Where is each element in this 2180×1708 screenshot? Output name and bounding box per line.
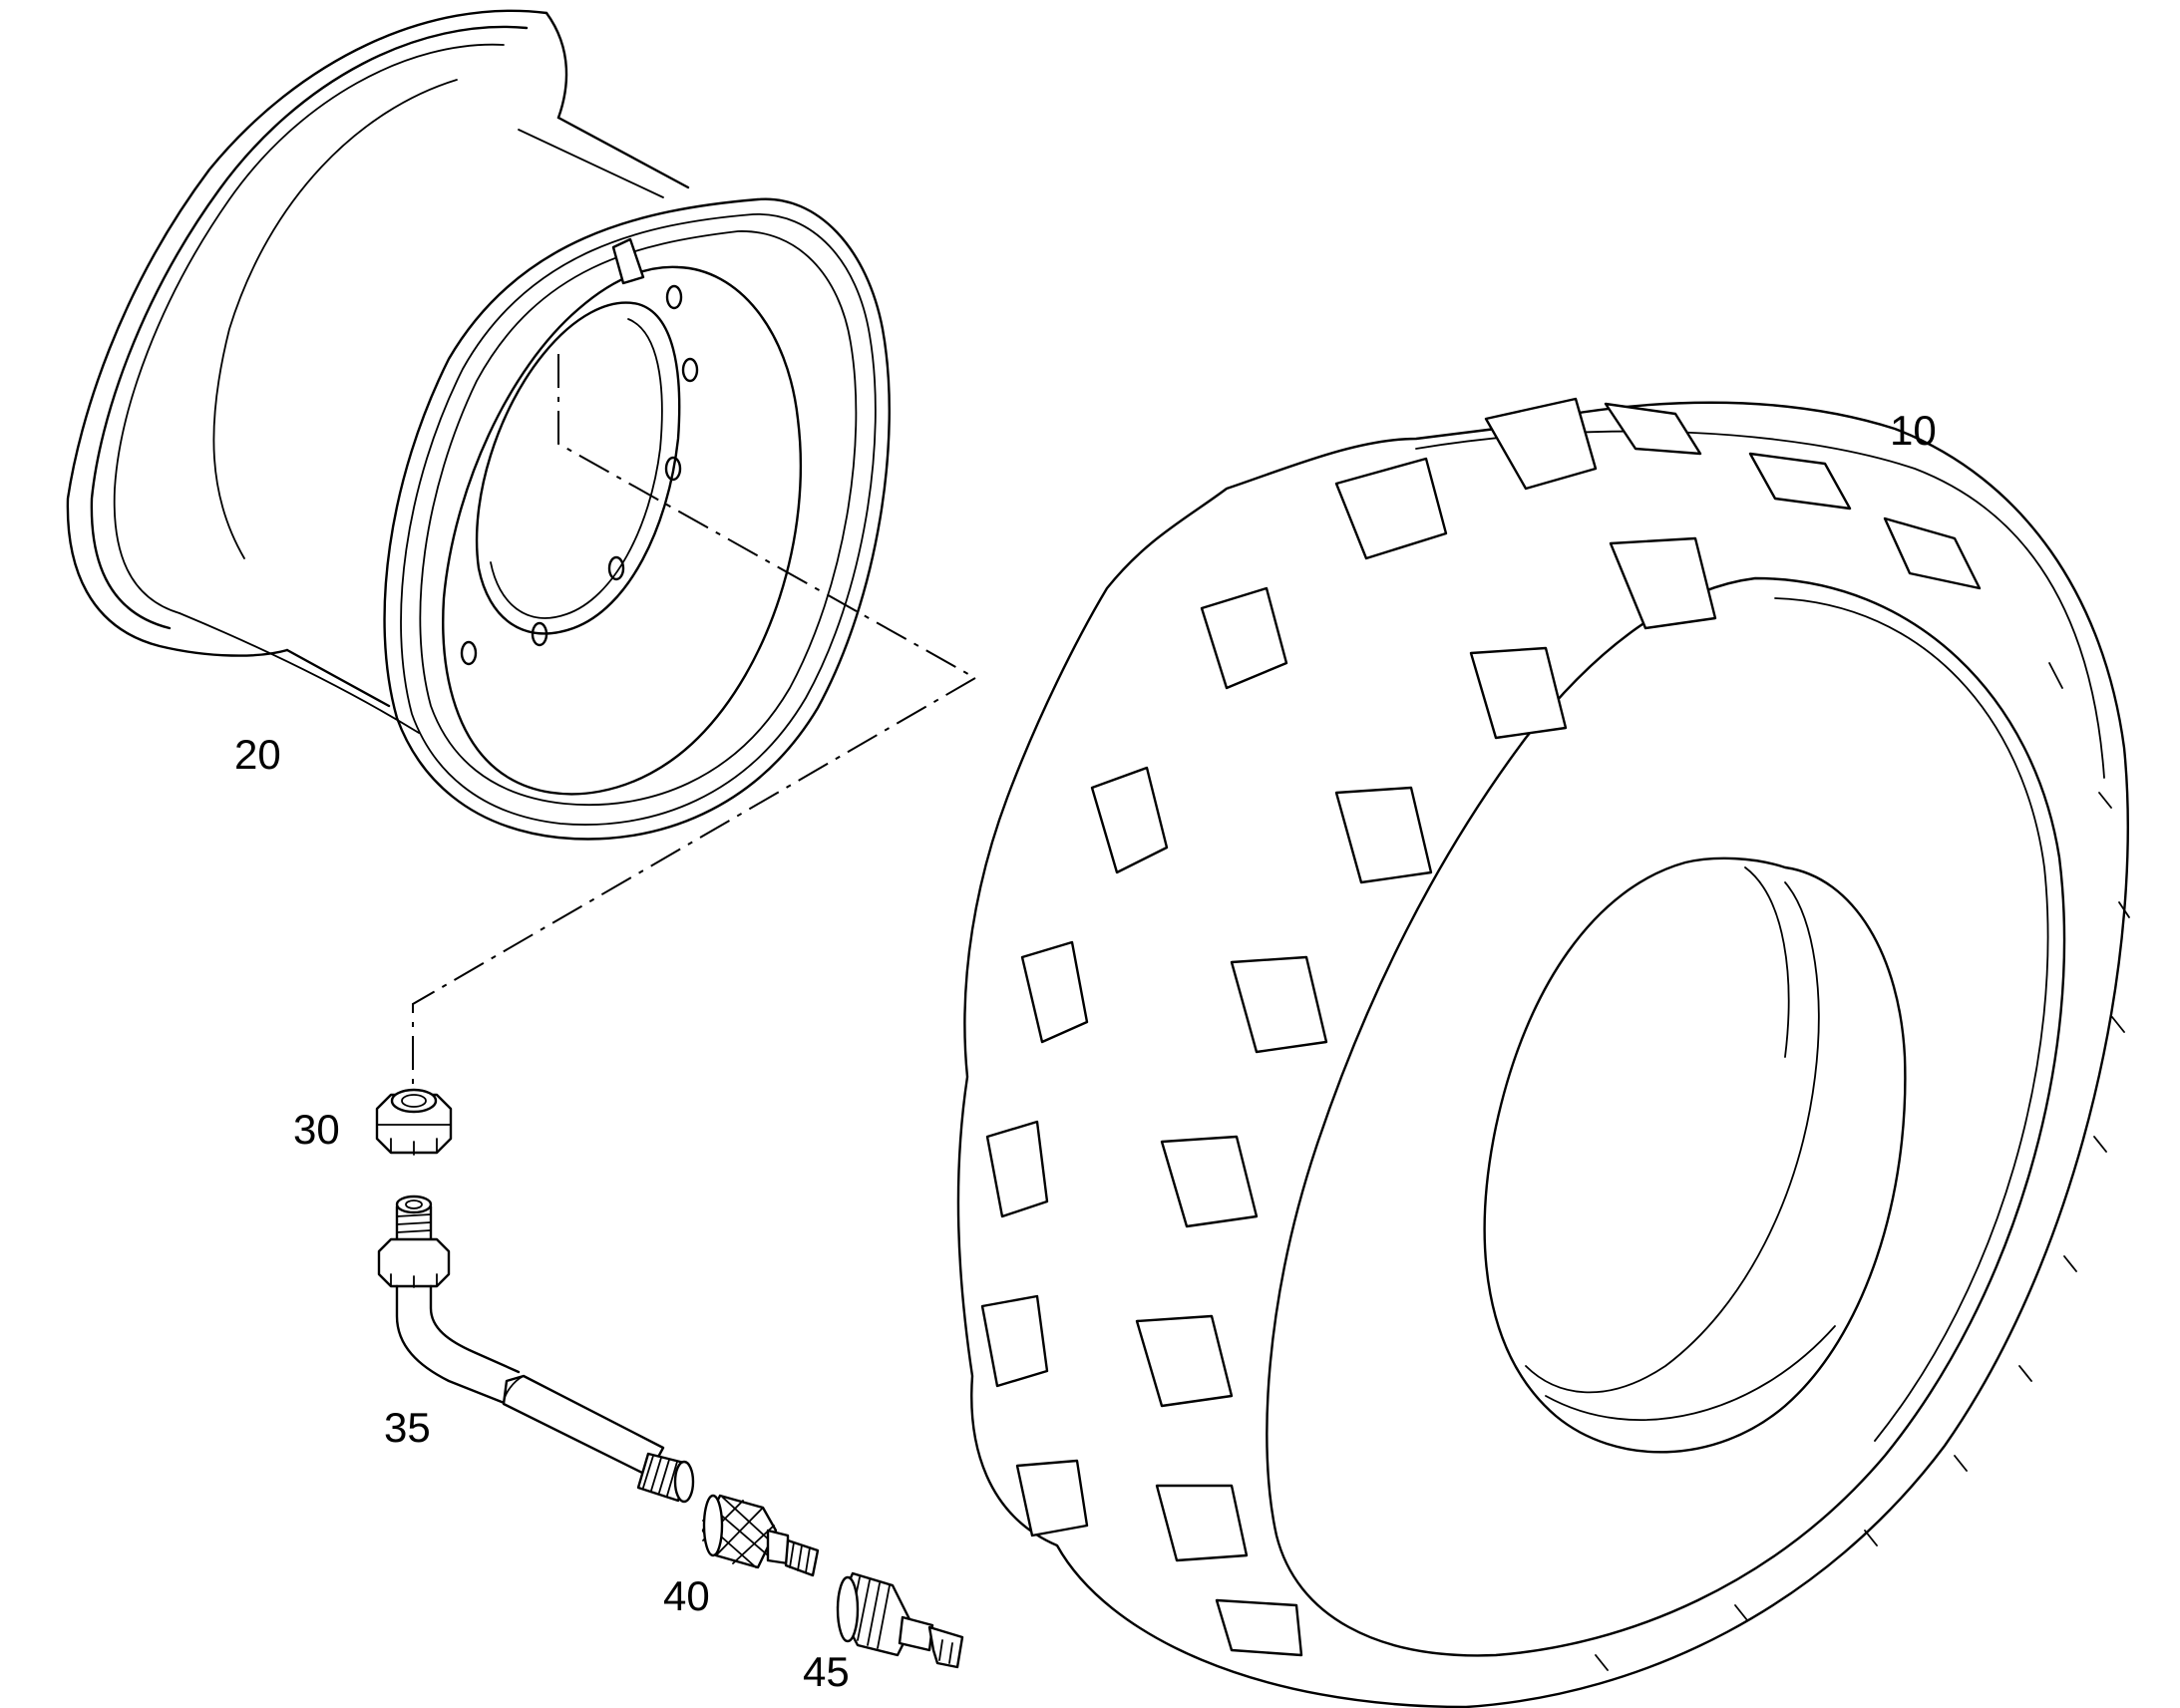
callout-35: 35 [384, 1404, 431, 1451]
valve-cap-drawing [836, 1571, 964, 1669]
tire-drawing [956, 397, 2130, 1708]
assembly-centerline [412, 677, 976, 1094]
callout-20: 20 [234, 731, 281, 778]
callout-30: 30 [293, 1106, 340, 1153]
valve-stem-drawing [377, 1195, 695, 1504]
callout-10: 10 [1890, 407, 1937, 454]
callout-40: 40 [663, 1572, 710, 1619]
valve-extension-drawing [701, 1494, 820, 1577]
callout-45: 45 [803, 1648, 850, 1695]
rim-drawing [66, 9, 976, 841]
valve-nut-drawing [375, 1088, 453, 1156]
